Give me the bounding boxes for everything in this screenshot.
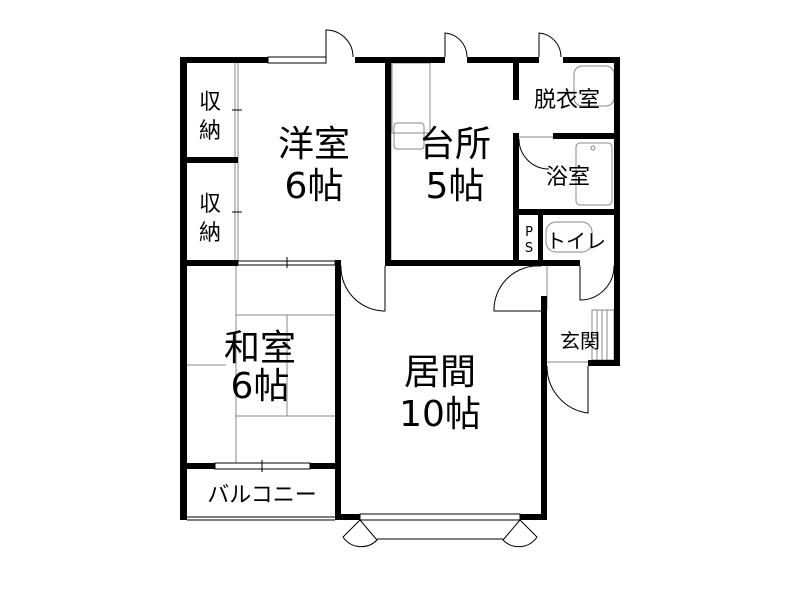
balcony-name: バルコニー bbox=[207, 483, 317, 508]
entrance-name: 玄関 bbox=[560, 329, 600, 353]
svg-text:納: 納 bbox=[199, 221, 221, 246]
storage-upper-label: 収 納 bbox=[199, 90, 221, 144]
japanese-room-size: 6帖 bbox=[231, 366, 290, 407]
svg-text:収: 収 bbox=[199, 192, 221, 217]
svg-text:納: 納 bbox=[199, 119, 221, 144]
living-room-name: 居間 bbox=[404, 352, 476, 393]
pipe-space-p: P bbox=[525, 225, 533, 240]
walls bbox=[180, 57, 620, 520]
svg-text:収: 収 bbox=[199, 90, 221, 115]
western-room-name: 洋室 bbox=[278, 124, 350, 165]
kitchen-name: 台所 bbox=[419, 124, 491, 165]
pipe-space-s: S bbox=[525, 241, 533, 256]
bathroom-name: 浴室 bbox=[546, 165, 590, 190]
storage-lower-label: 収 納 bbox=[199, 192, 221, 246]
living-room-size: 10帖 bbox=[399, 394, 481, 435]
toilet-name: トイレ bbox=[546, 229, 606, 253]
western-room-size: 6帖 bbox=[285, 166, 344, 207]
kitchen-size: 5帖 bbox=[426, 166, 485, 207]
windows-doors bbox=[187, 29, 615, 548]
dressing-room-name: 脱衣室 bbox=[534, 88, 600, 113]
japanese-room-name: 和室 bbox=[224, 328, 296, 369]
